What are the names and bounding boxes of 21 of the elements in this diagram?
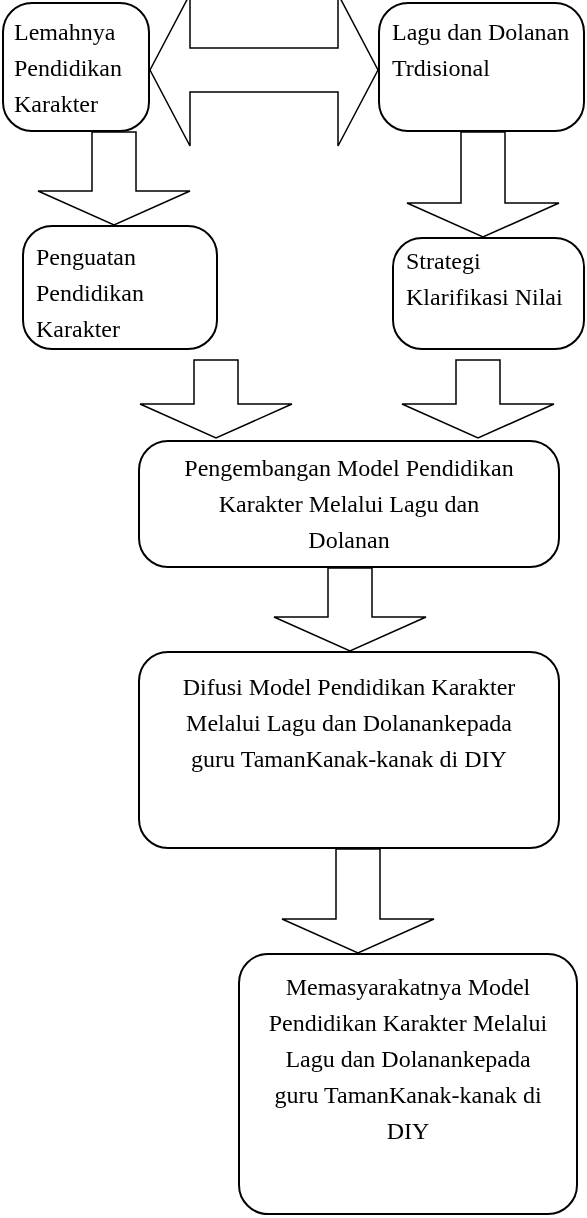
box-text: Pengembangan Model Pendidikan Karakter Melalui Lagu dan Dolanan bbox=[183, 454, 515, 555]
block-arrow bbox=[273, 567, 427, 652]
box-text: Strategi Klarifikasi Nilai bbox=[405, 247, 564, 312]
rounded-box bbox=[22, 225, 218, 350]
rounded-box bbox=[2, 2, 150, 132]
block-arrow bbox=[281, 848, 435, 954]
block-arrow bbox=[37, 131, 191, 226]
block-arrow bbox=[406, 131, 560, 238]
box-text: Lagu dan Dolanan Trdisional bbox=[391, 18, 571, 83]
block-arrow bbox=[149, 0, 379, 147]
box-text: Lemahnya Pendidikan Karakter bbox=[13, 18, 123, 119]
rounded-box bbox=[392, 237, 585, 350]
box-text: Penguatan Pendidikan Karakter bbox=[35, 243, 145, 344]
rounded-box bbox=[378, 2, 585, 132]
block-arrow bbox=[139, 359, 293, 439]
block-arrow bbox=[401, 359, 555, 439]
rounded-box bbox=[138, 651, 560, 849]
rounded-box bbox=[138, 440, 560, 568]
rounded-box bbox=[238, 953, 578, 1215]
box-text: Memasyarakatnya Model Pendidikan Karakter Melalui Lagu dan Dolanankepada guru TamanKanak-kanak di DIY bbox=[267, 973, 549, 1146]
box-text: Difusi Model Pendidikan Karakter Melalui Lagu dan Dolanankepada guru TamanKanak-kanak di DIY bbox=[181, 673, 517, 774]
